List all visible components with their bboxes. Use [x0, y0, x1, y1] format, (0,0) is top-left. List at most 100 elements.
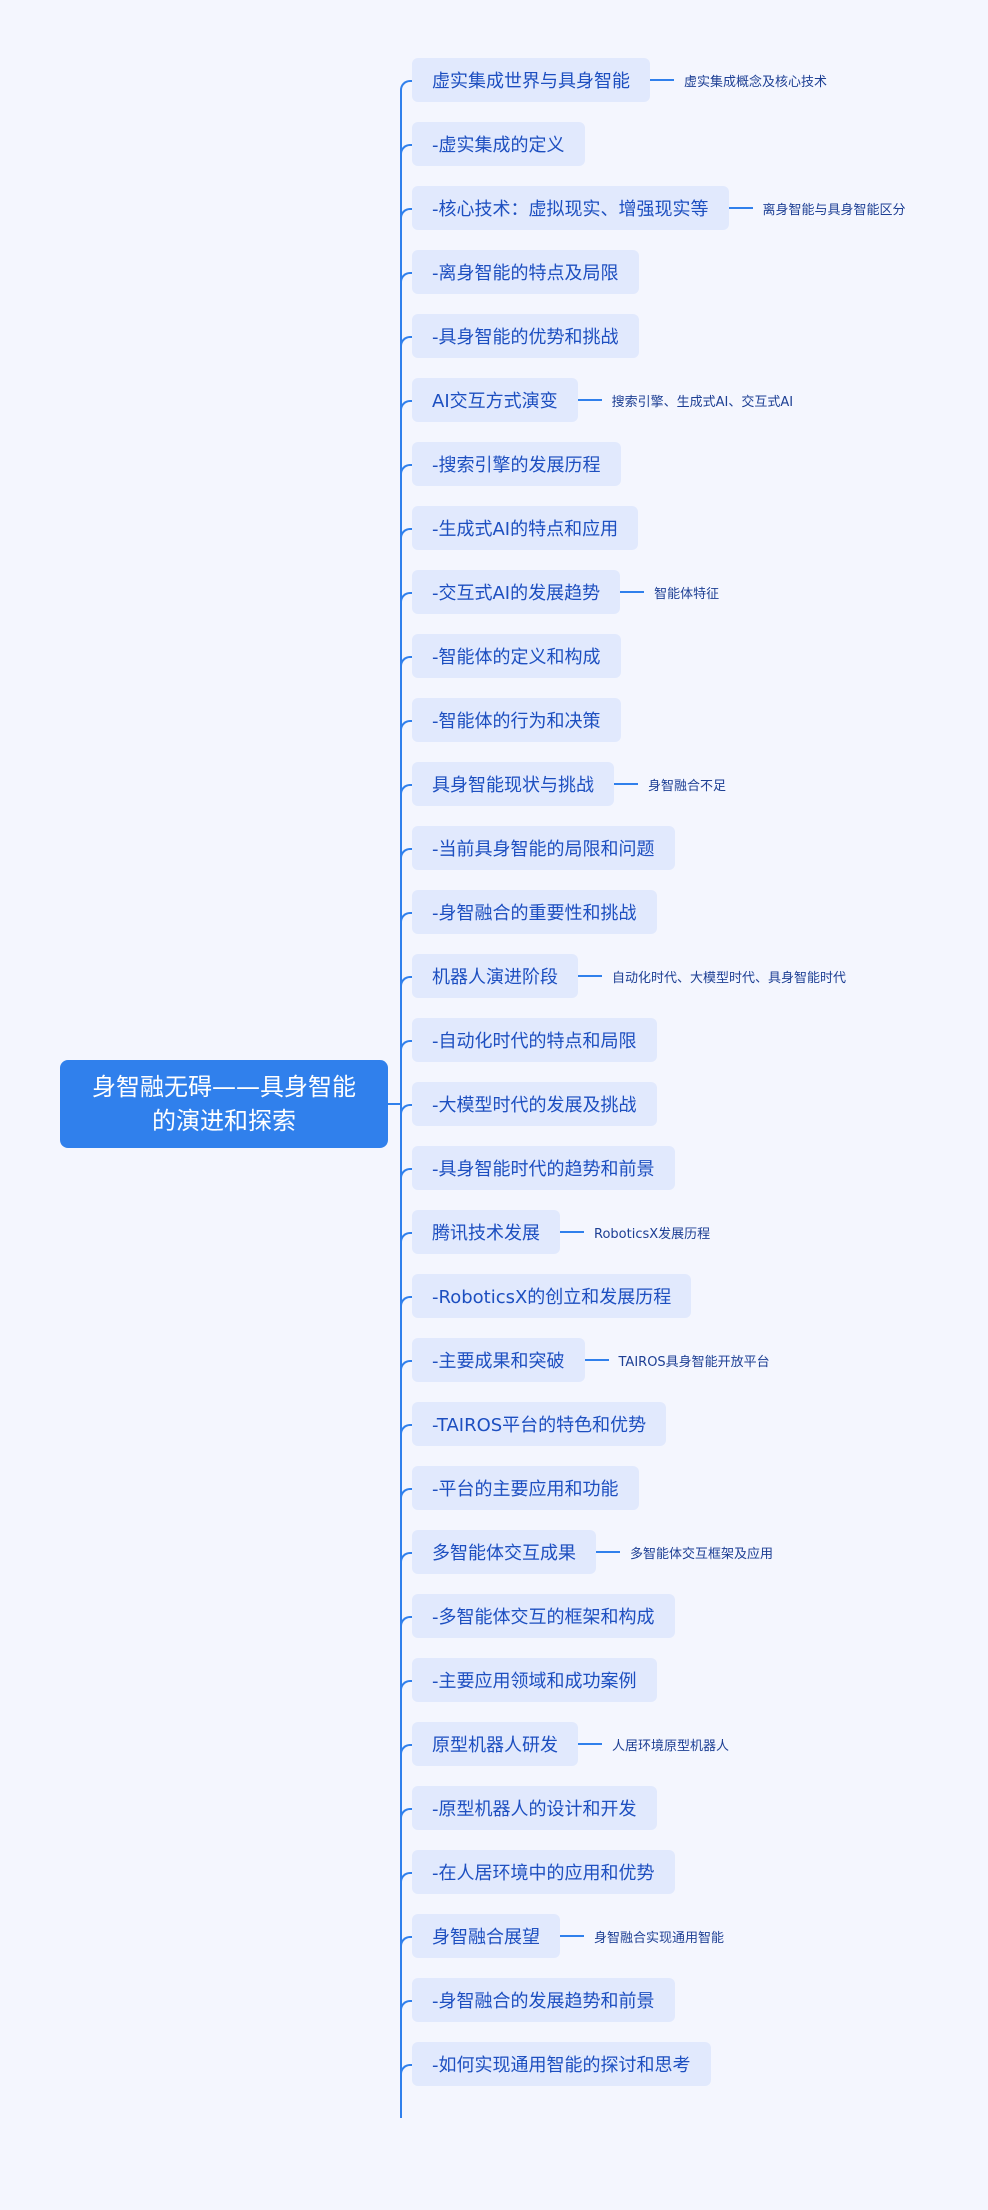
topic-node[interactable]: -身智融合的发展趋势和前景	[412, 1978, 675, 2022]
topic-node[interactable]: -多智能体交互的框架和构成	[412, 1594, 675, 1638]
topic-row: -身智融合的发展趋势和前景	[400, 1978, 675, 2022]
topic-row: -核心技术：虚拟现实、增强现实等 离身智能与具身智能区分	[400, 186, 906, 230]
topic-node[interactable]: -原型机器人的设计和开发	[412, 1786, 657, 1830]
child-connector	[620, 591, 645, 593]
subtopic-label[interactable]: TAIROS具身智能开放平台	[618, 1354, 770, 1370]
connector	[400, 1168, 412, 1180]
child-connector	[577, 399, 602, 401]
connector	[400, 976, 412, 988]
topic-row: -当前具身智能的局限和问题	[400, 826, 675, 870]
topic-node[interactable]: -当前具身智能的局限和问题	[412, 826, 675, 870]
topic-row: -智能体的定义和构成	[400, 634, 621, 678]
child-connector	[560, 1231, 584, 1233]
connector	[400, 1808, 412, 1820]
topic-row: -多智能体交互的框架和构成	[400, 1594, 675, 1638]
topic-node[interactable]: -核心技术：虚拟现实、增强现实等	[412, 186, 729, 230]
connector	[400, 1104, 412, 1116]
connector	[400, 848, 412, 860]
connector	[400, 1360, 412, 1372]
topic-node[interactable]: -智能体的行为和决策	[412, 698, 621, 742]
topic-node[interactable]: -在人居环境中的应用和优势	[412, 1850, 675, 1894]
topic-node[interactable]: -平台的主要应用和功能	[412, 1466, 639, 1510]
topic-row: 多智能体交互成果 多智能体交互框架及应用	[400, 1530, 774, 1574]
branch-spine	[400, 90, 402, 2118]
root-title-line1: 身智融无碍——具身智能	[92, 1073, 356, 1101]
connector	[400, 1680, 412, 1692]
connector	[400, 272, 412, 284]
subtopic-label[interactable]: 离身智能与具身智能区分	[762, 202, 906, 218]
topic-row: -大模型时代的发展及挑战	[400, 1082, 657, 1126]
topic-node[interactable]: -虚实集成的定义	[412, 122, 585, 166]
connector	[400, 1616, 412, 1628]
topic-row: -虚实集成的定义	[400, 122, 585, 166]
topic-row: -交互式AI的发展趋势 智能体特征	[400, 570, 720, 614]
topic-node[interactable]: -具身智能的优势和挑战	[412, 314, 639, 358]
subtopic-label[interactable]: RoboticsX发展历程	[594, 1226, 711, 1242]
connector	[400, 464, 412, 476]
subtopic-label[interactable]: 身智融合不足	[648, 778, 727, 794]
child-connector	[728, 207, 753, 209]
topic-row: 身智融合展望 身智融合实现通用智能	[400, 1914, 725, 1958]
child-connector	[578, 975, 602, 977]
topic-node[interactable]: 身智融合展望	[412, 1914, 560, 1958]
connector	[400, 1040, 412, 1052]
topic-node[interactable]: -如何实现通用智能的探讨和思考	[412, 2042, 711, 2086]
topic-row: 具身智能现状与挑战 身智融合不足	[400, 762, 727, 806]
topic-node[interactable]: 腾讯技术发展	[412, 1210, 560, 1254]
child-connector	[650, 79, 674, 81]
connector	[400, 1936, 412, 1948]
topic-node[interactable]: -具身智能时代的趋势和前景	[412, 1146, 675, 1190]
topic-node[interactable]: AI交互方式演变	[412, 378, 578, 422]
topic-node[interactable]: -离身智能的特点及局限	[412, 250, 639, 294]
subtopic-label[interactable]: 人居环境原型机器人	[612, 1738, 730, 1754]
topic-node[interactable]: -自动化时代的特点和局限	[412, 1018, 657, 1062]
connector	[400, 656, 412, 668]
topic-node[interactable]: -身智融合的重要性和挑战	[412, 890, 657, 934]
connector	[400, 592, 412, 604]
topic-node[interactable]: 机器人演进阶段	[412, 954, 578, 998]
subtopic-label[interactable]: 身智融合实现通用智能	[594, 1930, 725, 1946]
connector	[400, 1296, 412, 1308]
child-connector	[584, 1359, 609, 1361]
topic-row: -具身智能时代的趋势和前景	[400, 1146, 675, 1190]
connector	[400, 400, 412, 412]
topic-node[interactable]: 原型机器人研发	[412, 1722, 578, 1766]
topic-node[interactable]: -搜索引擎的发展历程	[412, 442, 621, 486]
subtopic-label[interactable]: 多智能体交互框架及应用	[630, 1546, 774, 1562]
topic-node[interactable]: -主要成果和突破	[412, 1338, 585, 1382]
topic-row: 原型机器人研发 人居环境原型机器人	[400, 1722, 730, 1766]
topic-row: -在人居环境中的应用和优势	[400, 1850, 675, 1894]
topic-node[interactable]: 虚实集成世界与具身智能	[412, 58, 650, 102]
subtopic-label[interactable]: 智能体特征	[654, 586, 720, 602]
subtopic-label[interactable]: 搜索引擎、生成式AI、交互式AI	[611, 394, 794, 410]
topic-row: 腾讯技术发展 RoboticsX发展历程	[400, 1210, 711, 1254]
topic-row: -离身智能的特点及局限	[400, 250, 639, 294]
topic-row: -原型机器人的设计和开发	[400, 1786, 657, 1830]
connector	[400, 80, 412, 92]
topic-node[interactable]: 具身智能现状与挑战	[412, 762, 614, 806]
topic-node[interactable]: -交互式AI的发展趋势	[412, 570, 621, 614]
topic-row: -主要应用领域和成功案例	[400, 1658, 657, 1702]
connector	[400, 2064, 412, 2076]
subtopic-label[interactable]: 自动化时代、大模型时代、具身智能时代	[612, 970, 847, 986]
topic-node[interactable]: -TAIROS平台的特色和优势	[412, 1402, 667, 1446]
connector	[400, 208, 412, 220]
topic-row: 虚实集成世界与具身智能 虚实集成概念及核心技术	[400, 58, 828, 102]
topic-node[interactable]: -主要应用领域和成功案例	[412, 1658, 657, 1702]
topic-node[interactable]: -RoboticsX的创立和发展历程	[412, 1274, 692, 1318]
topic-row: -身智融合的重要性和挑战	[400, 890, 657, 934]
topic-node[interactable]: -大模型时代的发展及挑战	[412, 1082, 657, 1126]
connector	[400, 1872, 412, 1884]
topic-row: -搜索引擎的发展历程	[400, 442, 621, 486]
connector	[400, 1744, 412, 1756]
connector	[400, 912, 412, 924]
subtopic-label[interactable]: 虚实集成概念及核心技术	[684, 74, 828, 90]
topic-node[interactable]: -生成式AI的特点和应用	[412, 506, 639, 550]
connector	[400, 784, 412, 796]
topic-node[interactable]: -智能体的定义和构成	[412, 634, 621, 678]
topic-row: AI交互方式演变 搜索引擎、生成式AI、交互式AI	[400, 378, 794, 422]
root-topic[interactable]: 身智融无碍——具身智能 的演进和探索	[60, 1060, 388, 1148]
topic-row: 机器人演进阶段 自动化时代、大模型时代、具身智能时代	[400, 954, 847, 998]
topic-node[interactable]: 多智能体交互成果	[412, 1530, 596, 1574]
topic-row: -TAIROS平台的特色和优势	[400, 1402, 667, 1446]
